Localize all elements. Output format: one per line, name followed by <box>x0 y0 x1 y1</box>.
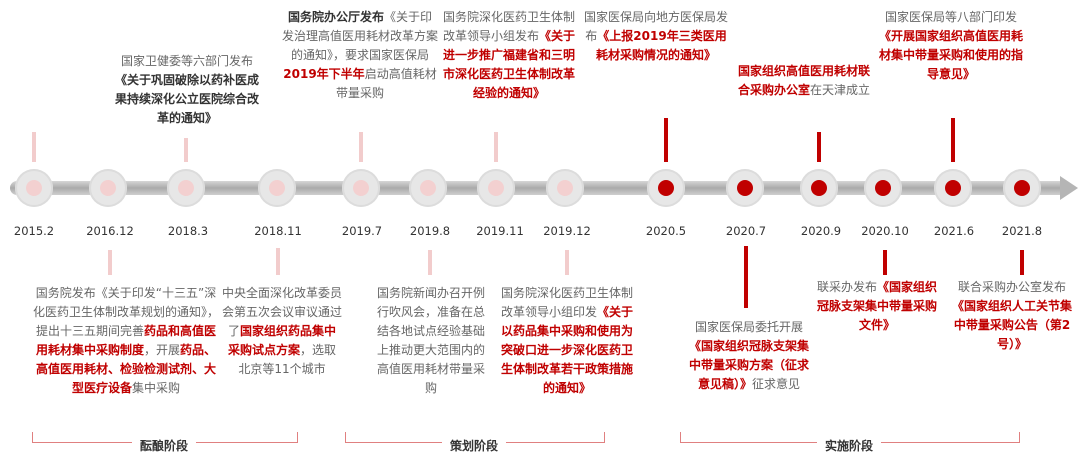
timeline-node-2020-10 <box>864 169 902 207</box>
year-label: 2020.7 <box>725 224 767 238</box>
event-note-2021-6: 国家医保局等八部门印发《开展国家组织高值医用耗材集中带量采购和使用的指导意见》 <box>878 10 1023 81</box>
timeline-node-2021-8 <box>1003 169 1041 207</box>
connector-tick <box>565 250 569 275</box>
timeline-arrow-icon <box>1060 176 1078 200</box>
connector-tick <box>883 250 887 275</box>
timeline-node-2019-7 <box>342 169 380 207</box>
event-note-2019-7: 国务院新闻办召开例行吹风会，准备在总结各地试点经验基础上推动更大范围内的高值医用… <box>376 286 485 395</box>
year-label: 2019.7 <box>341 224 383 238</box>
timeline-node-2019-12 <box>546 169 584 207</box>
year-label: 2018.11 <box>254 224 302 238</box>
event-note-2019-8: 国务院深化医药卫生体制改革领导小组发布《关于进一步推广福建省和三明市深化医药卫生… <box>442 10 576 100</box>
timeline-node-2018-11 <box>258 169 296 207</box>
timeline-node-2019-8 <box>409 169 447 207</box>
year-label: 2019.11 <box>476 224 524 238</box>
connector-tick <box>664 118 668 162</box>
connector-tick <box>1020 250 1024 275</box>
event-note-2020-10: 联采办发布《国家组织冠脉支架集中带量采购文件》 <box>816 280 938 332</box>
timeline-node-2020-5 <box>647 169 685 207</box>
year-label: 2020.10 <box>861 224 909 238</box>
year-label: 2021.6 <box>933 224 975 238</box>
event-note-2020-5: 国家医保局向地方医保局发布《上报2019年三类医用耗材采购情况的通知》 <box>583 10 728 62</box>
event-note-2016-12: 国家卫健委等六部门发布《关于巩固破除以药补医成果持续深化公立医院综合改革的通知》 <box>114 54 259 125</box>
phase-label-implementation: 实施阶段 <box>816 437 882 454</box>
event-note-2018-3: 中央全面深化改革委员会第五次会议审议通过了国家组织药品集中采购试点方案，选取北京… <box>222 286 343 376</box>
event-note-2021-8: 联合采购办公室发布《国家组织人工关节集中带量采购公告（第2号）》 <box>951 280 1072 351</box>
year-label: 2020.5 <box>645 224 687 238</box>
connector-tick <box>108 250 112 275</box>
connector-tick <box>744 246 748 308</box>
timeline-node-2015-2 <box>15 169 53 207</box>
year-label: 2019.12 <box>543 224 591 238</box>
phase-label-planning: 策划阶段 <box>441 437 507 454</box>
connector-tick <box>359 132 363 162</box>
event-note-2019-11: 国务院深化医药卫生体制改革领导小组印发《关于以药品集中采购和使用为突破口进一步深… <box>500 286 634 395</box>
event-note-2018-11: 国务院办公厅发布《关于印发治理高值医用耗材改革方案的通知》，要求国家医保局201… <box>282 10 439 100</box>
connector-tick <box>494 132 498 162</box>
phase-label-brewing: 酝酿阶段 <box>131 437 197 454</box>
timeline-node-2021-6 <box>934 169 972 207</box>
timeline-node-2018-3 <box>167 169 205 207</box>
timeline-node-2020-7 <box>726 169 764 207</box>
year-label: 2019.8 <box>409 224 451 238</box>
connector-tick <box>951 118 955 162</box>
year-label: 2021.8 <box>1001 224 1043 238</box>
event-note-2020-7: 国家医保局委托开展《国家组织冠脉支架集中带量采购方案（征求意见稿）》征求意见 <box>688 320 809 391</box>
year-label: 2016.12 <box>86 224 134 238</box>
year-label: 2018.3 <box>167 224 209 238</box>
timeline-node-2020-9 <box>800 169 838 207</box>
connector-tick <box>32 132 36 162</box>
event-note-2015-2: 国务院发布《关于印发“十三五”深化医药卫生体制改革规划的通知》，提出十三五期间完… <box>32 286 219 395</box>
connector-tick <box>184 138 188 162</box>
timeline-node-2019-11 <box>477 169 515 207</box>
event-note-2020-9: 国家组织高值医用耗材联合采购办公室在天津成立 <box>737 64 871 97</box>
connector-tick <box>817 132 821 162</box>
year-label: 2020.9 <box>800 224 842 238</box>
year-label: 2015.2 <box>13 224 55 238</box>
connector-tick <box>428 250 432 275</box>
timeline-node-2016-12 <box>89 169 127 207</box>
connector-tick <box>276 248 280 275</box>
